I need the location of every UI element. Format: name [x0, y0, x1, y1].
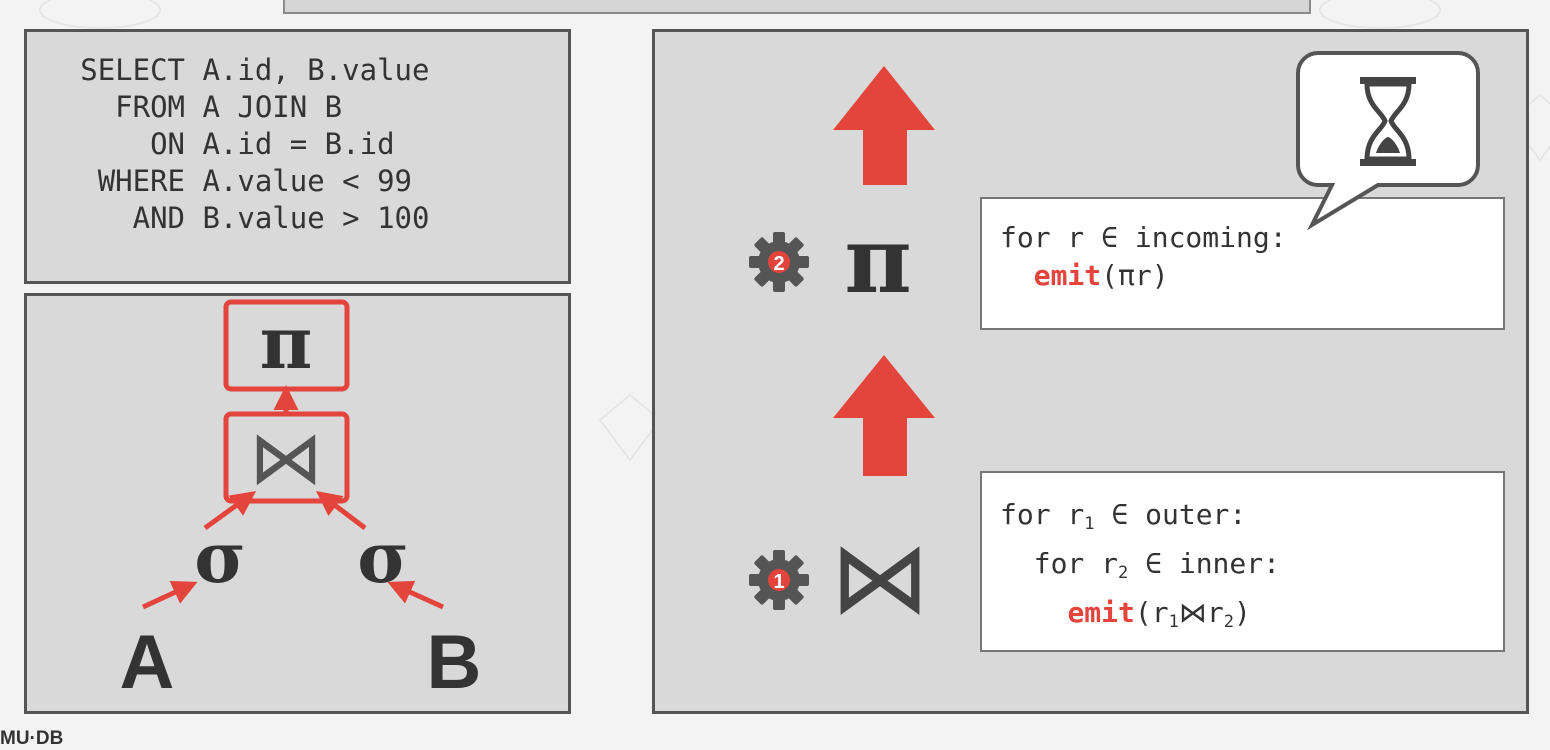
join-code-box: for r1 ∈ outer: for r2 ∈ inner: emit(r1⋈…: [980, 471, 1505, 652]
up-arrow-middle: [833, 355, 935, 476]
gear-badge-2: 2: [773, 253, 784, 275]
sql-line-select: SELECT A.id, B.value: [39, 52, 429, 89]
code-line: for r1 ∈ outer:: [1000, 495, 1503, 544]
footer-logo: MU·DB: [0, 728, 64, 749]
subscript: 2: [1118, 563, 1129, 583]
projection-code-box: for r ∈ incoming: emit(πr): [980, 197, 1505, 330]
emit-args: (πr): [1101, 259, 1169, 292]
table-a-label: A: [120, 620, 175, 705]
code-line: for r2 ∈ inner:: [1000, 544, 1503, 593]
join-operator: ⋈: [1178, 596, 1207, 629]
projection-node-symbol: π: [260, 300, 313, 385]
join-node-symbol: ⋈: [249, 415, 323, 501]
hourglass-icon: [1360, 77, 1416, 166]
code-text: for r: [1000, 498, 1085, 531]
sql-clause: B.value > 100: [202, 201, 430, 235]
code-text: ∈ outer:: [1094, 498, 1247, 531]
sql-query: SELECT A.id, B.value FROM A JOIN B ON A.…: [39, 52, 429, 237]
subscript: 1: [1084, 514, 1095, 534]
arrow-right-select-to-join: [316, 490, 367, 530]
gear-icon: [749, 232, 809, 292]
code-text: ): [1233, 596, 1251, 629]
left-selection-symbol: σ: [194, 516, 246, 599]
arrow-left-select-to-join: [203, 491, 257, 531]
sql-clause: A.value < 99: [202, 164, 412, 198]
table-b-label: B: [427, 620, 482, 705]
emit-keyword: emit: [1067, 596, 1135, 629]
sql-clause: A.id, B.value: [202, 53, 430, 87]
sql-query-panel: SELECT A.id, B.value FROM A JOIN B ON A.…: [24, 29, 571, 284]
sql-clause: A JOIN B: [202, 90, 343, 124]
subscript: 2: [1223, 612, 1234, 632]
sql-clause: A.id = B.id: [202, 127, 395, 161]
code-text: (: [1134, 596, 1152, 629]
sql-line-and: AND B.value > 100: [39, 200, 430, 237]
up-arrow-top: [833, 66, 935, 185]
gear-icon: [749, 550, 809, 610]
sql-keyword: AND: [132, 201, 185, 235]
gear-badge-1: 1: [773, 571, 784, 593]
join-operator-symbol: ⋈: [830, 519, 930, 636]
arrow-b-to-right-select: [387, 580, 445, 610]
right-selection-symbol: σ: [357, 516, 409, 599]
projection-operator-symbol: π: [844, 206, 911, 314]
arrow-a-to-left-select: [141, 581, 198, 610]
code-text: r: [1206, 596, 1224, 629]
code-line: emit(r1⋈r2): [1000, 593, 1503, 642]
sql-line-from: FROM A JOIN B: [39, 89, 429, 126]
code-line: emit(πr): [1000, 257, 1503, 295]
sql-keyword: ON: [150, 127, 185, 161]
sql-keyword: FROM: [115, 90, 185, 124]
code-text: ∈ inner:: [1128, 547, 1280, 580]
code-line: for r ∈ incoming:: [1000, 221, 1287, 254]
sql-keyword: SELECT: [80, 53, 185, 87]
sql-line-on: ON A.id = B.id: [39, 126, 429, 163]
title-bar: [283, 0, 1311, 14]
emit-keyword: emit: [1033, 259, 1102, 292]
sql-line-where: WHERE A.value < 99: [39, 163, 429, 200]
subscript: 1: [1168, 612, 1179, 632]
code-text: r: [1151, 596, 1169, 629]
sql-keyword: WHERE: [97, 164, 185, 198]
code-text: for r: [1033, 547, 1119, 580]
